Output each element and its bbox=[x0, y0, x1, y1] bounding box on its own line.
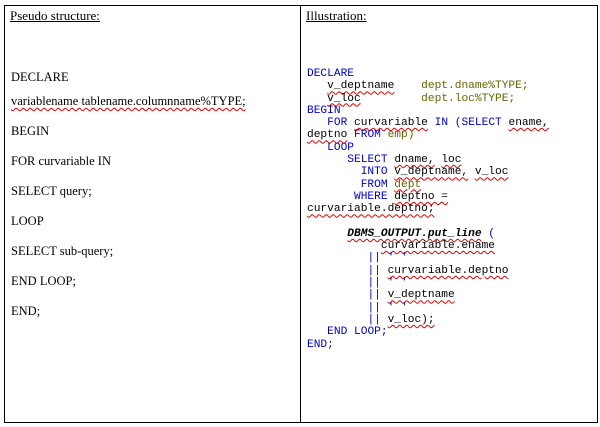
code-token: FROM bbox=[354, 129, 381, 142]
code-token: dept bbox=[394, 178, 422, 191]
code-token: v_deptname, bbox=[394, 166, 469, 179]
code-token: INTO bbox=[360, 166, 388, 179]
code-token: || bbox=[367, 264, 381, 277]
pseudo-line-endloop: END LOOP; bbox=[11, 274, 76, 288]
code-token: v_loc bbox=[474, 166, 509, 179]
pseudo-structure-heading: Pseudo structure: bbox=[10, 8, 100, 23]
code-token: BEGIN bbox=[307, 104, 341, 117]
code-token: ( bbox=[488, 227, 496, 240]
pseudo-line-select: SELECT query; bbox=[11, 184, 92, 198]
pseudo-line-begin: BEGIN bbox=[11, 124, 50, 138]
code-token: ename, bbox=[508, 117, 549, 130]
code-token: SELECT bbox=[347, 154, 388, 167]
pseudo-structure-cell: Pseudo structure: DECLARE variablename t… bbox=[4, 5, 301, 423]
code-token: curvariable.ename bbox=[380, 240, 495, 253]
code-token: || bbox=[367, 313, 381, 326]
pseudo-structure-list: DECLARE variablename tablename.columnnam… bbox=[11, 70, 246, 334]
pseudo-line-subquery: SELECT sub-query; bbox=[11, 244, 114, 258]
illustration-cell: Illustration: DECLARE v_deptname dept.dn… bbox=[300, 5, 598, 423]
code-token: IN bbox=[434, 117, 449, 130]
code-token: LOOP bbox=[327, 141, 355, 154]
pseudo-line-for: FOR curvariable IN bbox=[11, 154, 111, 168]
code-token: dname, bbox=[394, 154, 435, 167]
comparison-table: Pseudo structure: DECLARE variablename t… bbox=[4, 5, 598, 423]
code-token: ' ' bbox=[387, 301, 408, 314]
code-token: emp) bbox=[387, 129, 415, 142]
pseudo-line-variable: variablename tablename.columnname%TYPE; bbox=[11, 94, 246, 108]
code-token: FOR bbox=[327, 117, 348, 130]
code-token: deptno bbox=[307, 129, 348, 142]
code-token: v_loc); bbox=[387, 313, 435, 326]
pseudo-line-declare: DECLARE bbox=[11, 70, 69, 84]
code-token: END LOOP; bbox=[327, 326, 388, 339]
code-token: v_loc bbox=[327, 92, 361, 105]
code-token: deptno = bbox=[394, 190, 449, 203]
code-token: (SELECT bbox=[454, 117, 502, 130]
pseudo-line-loop: LOOP bbox=[11, 214, 44, 228]
code-token: DECLARE bbox=[307, 68, 354, 80]
pseudo-line-end: END; bbox=[11, 304, 41, 318]
code-token: DBMS_OUTPUT.put_line bbox=[347, 227, 482, 240]
code-token: v_deptname bbox=[327, 80, 395, 93]
code-token: FROM bbox=[360, 178, 388, 191]
illustration-heading: Illustration: bbox=[306, 8, 367, 23]
code-token: curvariable.deptno; bbox=[307, 203, 435, 216]
code-token: WHERE bbox=[354, 190, 388, 203]
code-token: END; bbox=[307, 338, 334, 351]
code-token: v_deptname bbox=[387, 289, 455, 302]
code-token: dept.loc%TYPE; bbox=[421, 92, 516, 105]
code-token: ' ' bbox=[387, 277, 408, 290]
code-token: || bbox=[367, 252, 381, 265]
code-token: curvariable bbox=[354, 117, 428, 130]
plsql-code-block: DECLARE v_deptname dept.dname%TYPE; v_lo… bbox=[307, 68, 549, 351]
code-token: || bbox=[367, 277, 381, 290]
code-token: ' ' bbox=[387, 252, 408, 265]
code-token: loc bbox=[441, 154, 462, 167]
code-token: dept.dname%TYPE; bbox=[421, 80, 529, 93]
code-token: curvariable.deptno bbox=[387, 264, 509, 277]
code-token: || bbox=[367, 301, 381, 314]
code-token: || bbox=[367, 289, 381, 302]
